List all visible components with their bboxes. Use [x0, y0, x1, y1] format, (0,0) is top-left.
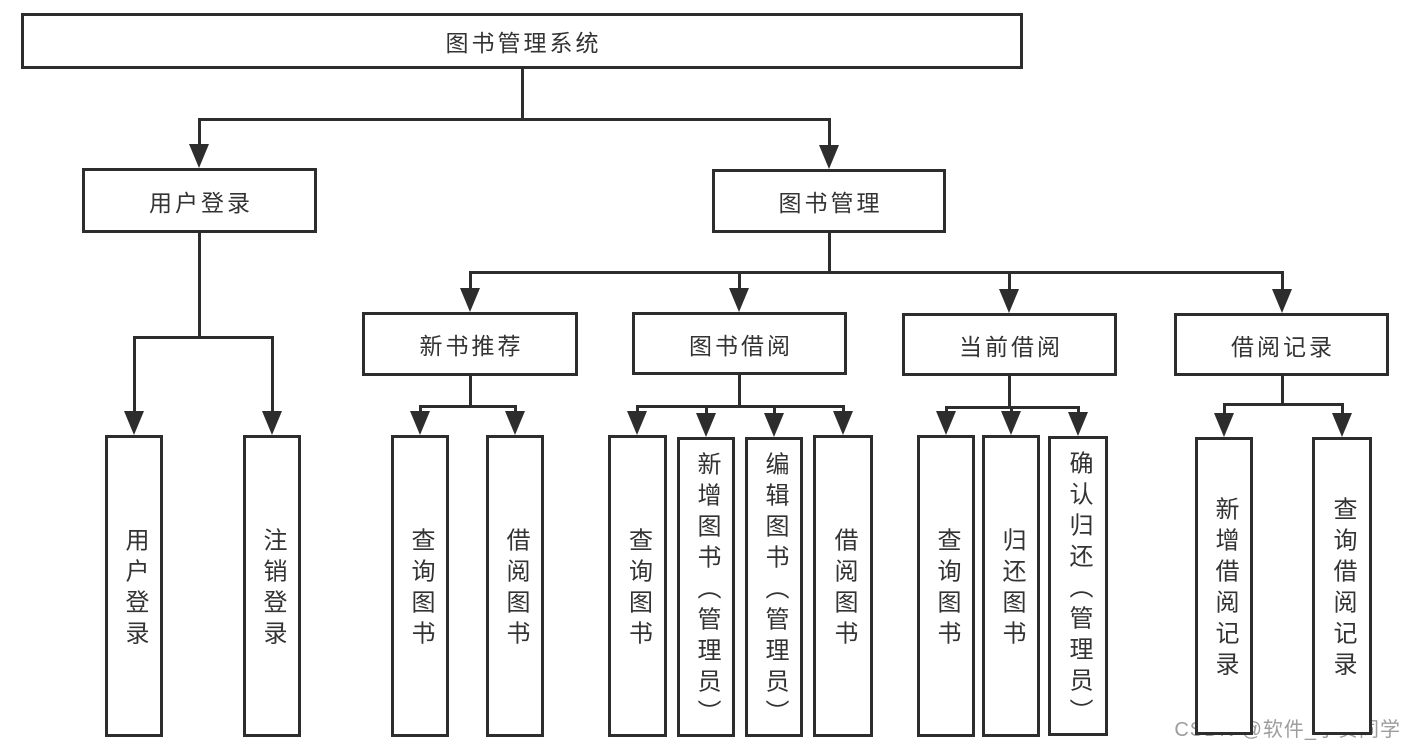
node-edit-books-admin: 编辑图书（管理员）	[745, 437, 803, 737]
connector-line	[1076, 406, 1080, 416]
connector-line	[418, 405, 517, 408]
connector-line	[468, 376, 472, 408]
node-current-borrowing: 当前借阅	[902, 313, 1117, 376]
node-label: 编辑图书（管理员）	[761, 451, 788, 730]
connector-line	[197, 233, 201, 339]
node-library-system: 图书管理系统	[21, 13, 1023, 69]
node-query-borrow-record: 查询借阅记录	[1312, 437, 1372, 735]
connector-line	[944, 406, 948, 415]
node-label: 图书管理系统	[445, 30, 602, 56]
node-book-management: 图书管理	[712, 169, 946, 233]
connector-line	[468, 271, 1284, 274]
arrow-down-icon	[1068, 412, 1088, 436]
connector-line	[270, 336, 274, 415]
node-label: 新书推荐	[419, 333, 524, 359]
connector-line	[841, 405, 845, 415]
connector-line	[1280, 376, 1284, 406]
connector-line	[1009, 406, 1013, 415]
node-label: 查询图书	[933, 527, 960, 652]
arrow-down-icon	[627, 411, 647, 435]
connector-line	[1280, 271, 1284, 293]
node-label: 新增借阅记录	[1211, 496, 1238, 683]
connector-line	[1007, 376, 1011, 409]
connector-line	[197, 118, 831, 121]
arrow-down-icon	[1272, 289, 1292, 313]
arrow-down-icon	[410, 411, 430, 435]
arrow-down-icon	[696, 413, 716, 437]
node-label: 确认归还（管理员）	[1065, 450, 1092, 729]
node-label: 借阅记录	[1231, 333, 1335, 360]
node-query-books-current: 查询图书	[917, 435, 975, 737]
node-book-borrowing: 图书借阅	[632, 312, 847, 375]
arrow-down-icon	[189, 144, 209, 168]
connector-line	[737, 375, 741, 408]
node-add-books-admin: 新增图书（管理员）	[677, 437, 735, 737]
connector-line	[737, 271, 741, 292]
arrow-down-icon	[124, 411, 144, 435]
arrow-down-icon	[729, 288, 749, 312]
node-user-login-action: 用户登录	[105, 435, 163, 737]
arrow-down-icon	[460, 288, 480, 312]
node-label: 用户登录	[121, 527, 148, 652]
node-label: 归还图书	[998, 527, 1025, 652]
connector-line	[772, 405, 776, 417]
connector-line	[513, 405, 517, 415]
connector-line	[1007, 271, 1011, 293]
node-add-borrow-record: 新增借阅记录	[1195, 437, 1253, 735]
node-return-books: 归还图书	[982, 435, 1040, 737]
node-new-book-recommendation: 新书推荐	[362, 312, 578, 376]
connector-line	[520, 69, 524, 121]
arrow-down-icon	[1001, 411, 1021, 435]
node-borrow-books-borrowing: 借阅图书	[813, 435, 873, 737]
node-confirm-return-admin: 确认归还（管理员）	[1048, 436, 1108, 736]
connector-line	[132, 336, 136, 415]
node-label: 查询图书	[407, 527, 434, 652]
node-label: 用户登录	[149, 189, 253, 216]
node-user-login: 用户登录	[82, 168, 317, 233]
arrow-down-icon	[1332, 413, 1352, 437]
arrow-down-icon	[999, 289, 1019, 313]
connector-line	[468, 271, 472, 292]
connector-line	[827, 118, 831, 149]
node-label: 借阅图书	[502, 527, 529, 652]
node-label: 图书借阅	[689, 332, 793, 359]
node-query-books-borrowing: 查询图书	[608, 435, 667, 737]
connector-line	[418, 405, 422, 415]
arrow-down-icon	[505, 411, 525, 435]
node-label: 注销登录	[259, 527, 286, 652]
connector-line	[1340, 403, 1344, 417]
connector-line	[197, 118, 201, 148]
node-label: 查询图书	[624, 527, 652, 652]
arrow-down-icon	[262, 411, 282, 435]
node-query-books-recommend: 查询图书	[391, 435, 449, 737]
arrow-down-icon	[819, 145, 839, 169]
node-label: 借阅图书	[830, 527, 857, 652]
connector-line	[132, 336, 274, 339]
node-label: 当前借阅	[959, 333, 1063, 360]
connector-line	[635, 405, 845, 408]
arrow-down-icon	[833, 411, 853, 435]
node-label: 新增图书（管理员）	[693, 451, 720, 730]
arrow-down-icon	[936, 411, 956, 435]
node-label: 查询借阅记录	[1329, 496, 1356, 683]
node-borrowing-records: 借阅记录	[1174, 313, 1389, 376]
connector-line	[1222, 403, 1344, 406]
connector-line	[704, 405, 708, 417]
connector-line	[827, 233, 831, 274]
connector-line	[635, 405, 639, 415]
arrow-down-icon	[764, 413, 784, 437]
node-borrow-books-recommend: 借阅图书	[486, 435, 544, 737]
node-label: 图书管理	[778, 190, 883, 216]
node-logout-action: 注销登录	[243, 435, 301, 737]
arrow-down-icon	[1214, 413, 1234, 437]
connector-line	[1222, 403, 1226, 417]
